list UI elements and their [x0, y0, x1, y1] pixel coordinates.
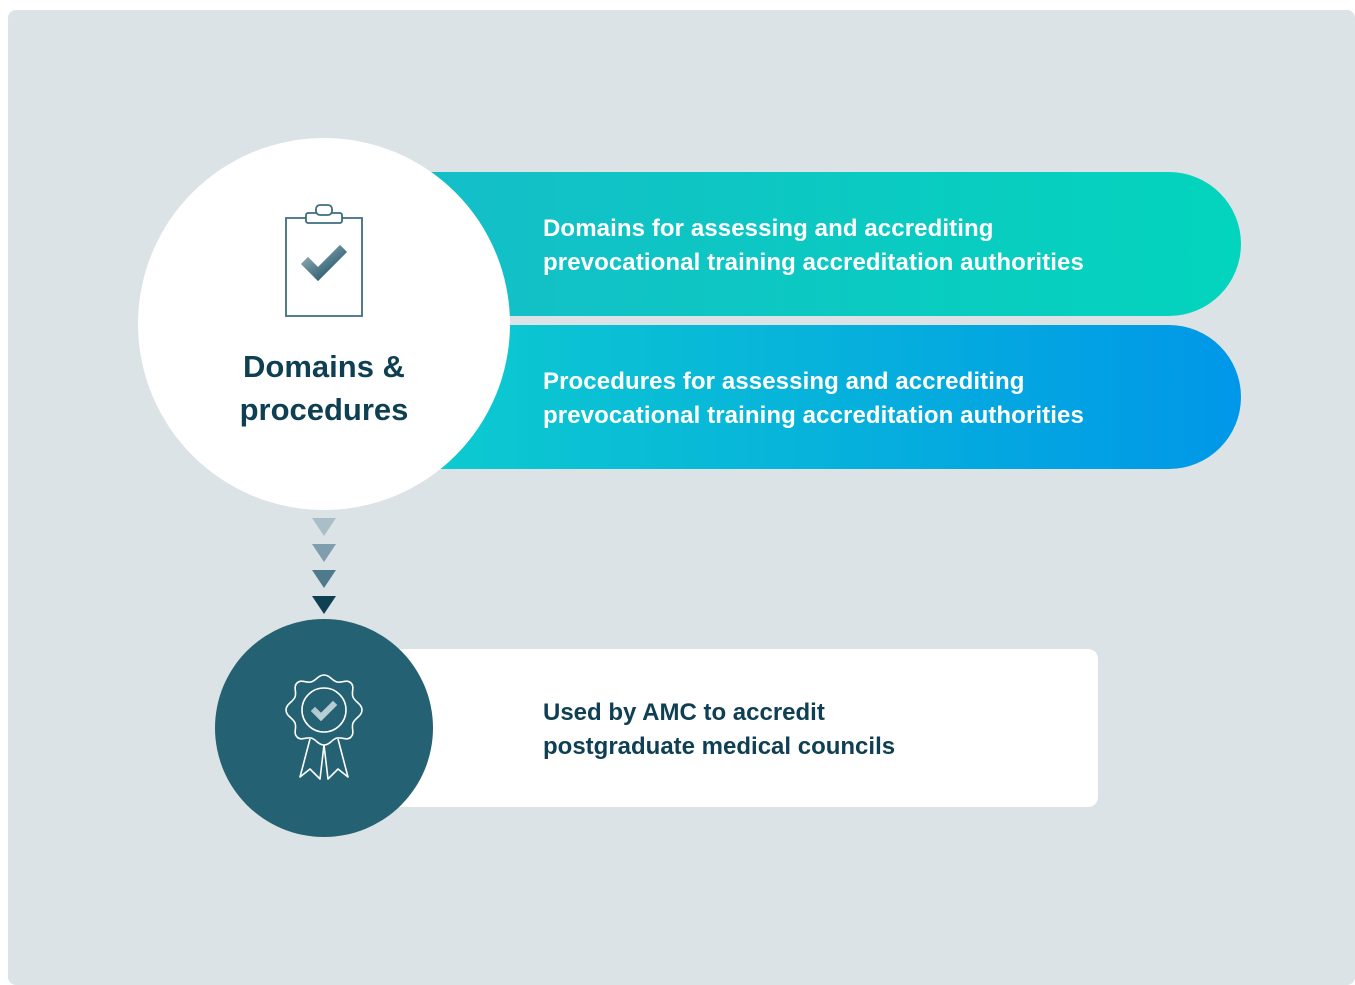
- domains-bar-line2: prevocational training accreditation aut…: [543, 249, 1084, 276]
- down-arrows-icon: [312, 518, 336, 614]
- award-ribbon-icon: [285, 674, 363, 780]
- domains-bar: Domains for assessing and accrediting pr…: [428, 172, 1241, 316]
- result-card: Used by AMC to accredit postgraduate med…: [368, 649, 1098, 807]
- hub-title-line1: Domains &: [243, 349, 405, 384]
- result-line2: postgraduate medical councils: [543, 733, 896, 760]
- domains-procedures-hub: Domains & procedures: [138, 138, 510, 510]
- diagram-panel: Domains for assessing and accrediting pr…: [8, 10, 1355, 985]
- procedures-bar-line2: prevocational training accreditation aut…: [543, 402, 1084, 429]
- domains-bar-line1: Domains for assessing and accrediting: [543, 215, 994, 242]
- clipboard-check-icon: [285, 204, 363, 317]
- hub-title: Domains & procedures: [138, 345, 510, 431]
- result-line1: Used by AMC to accredit: [543, 699, 825, 726]
- procedures-bar-text: Procedures for assessing and accrediting…: [543, 365, 1203, 433]
- procedures-bar-line1: Procedures for assessing and accrediting: [543, 368, 1025, 395]
- hub-title-line2: procedures: [239, 392, 409, 427]
- accreditation-badge-circle: [215, 619, 433, 837]
- domains-bar-text: Domains for assessing and accrediting pr…: [543, 212, 1203, 280]
- result-text: Used by AMC to accredit postgraduate med…: [543, 696, 1063, 764]
- procedures-bar: Procedures for assessing and accrediting…: [428, 325, 1241, 469]
